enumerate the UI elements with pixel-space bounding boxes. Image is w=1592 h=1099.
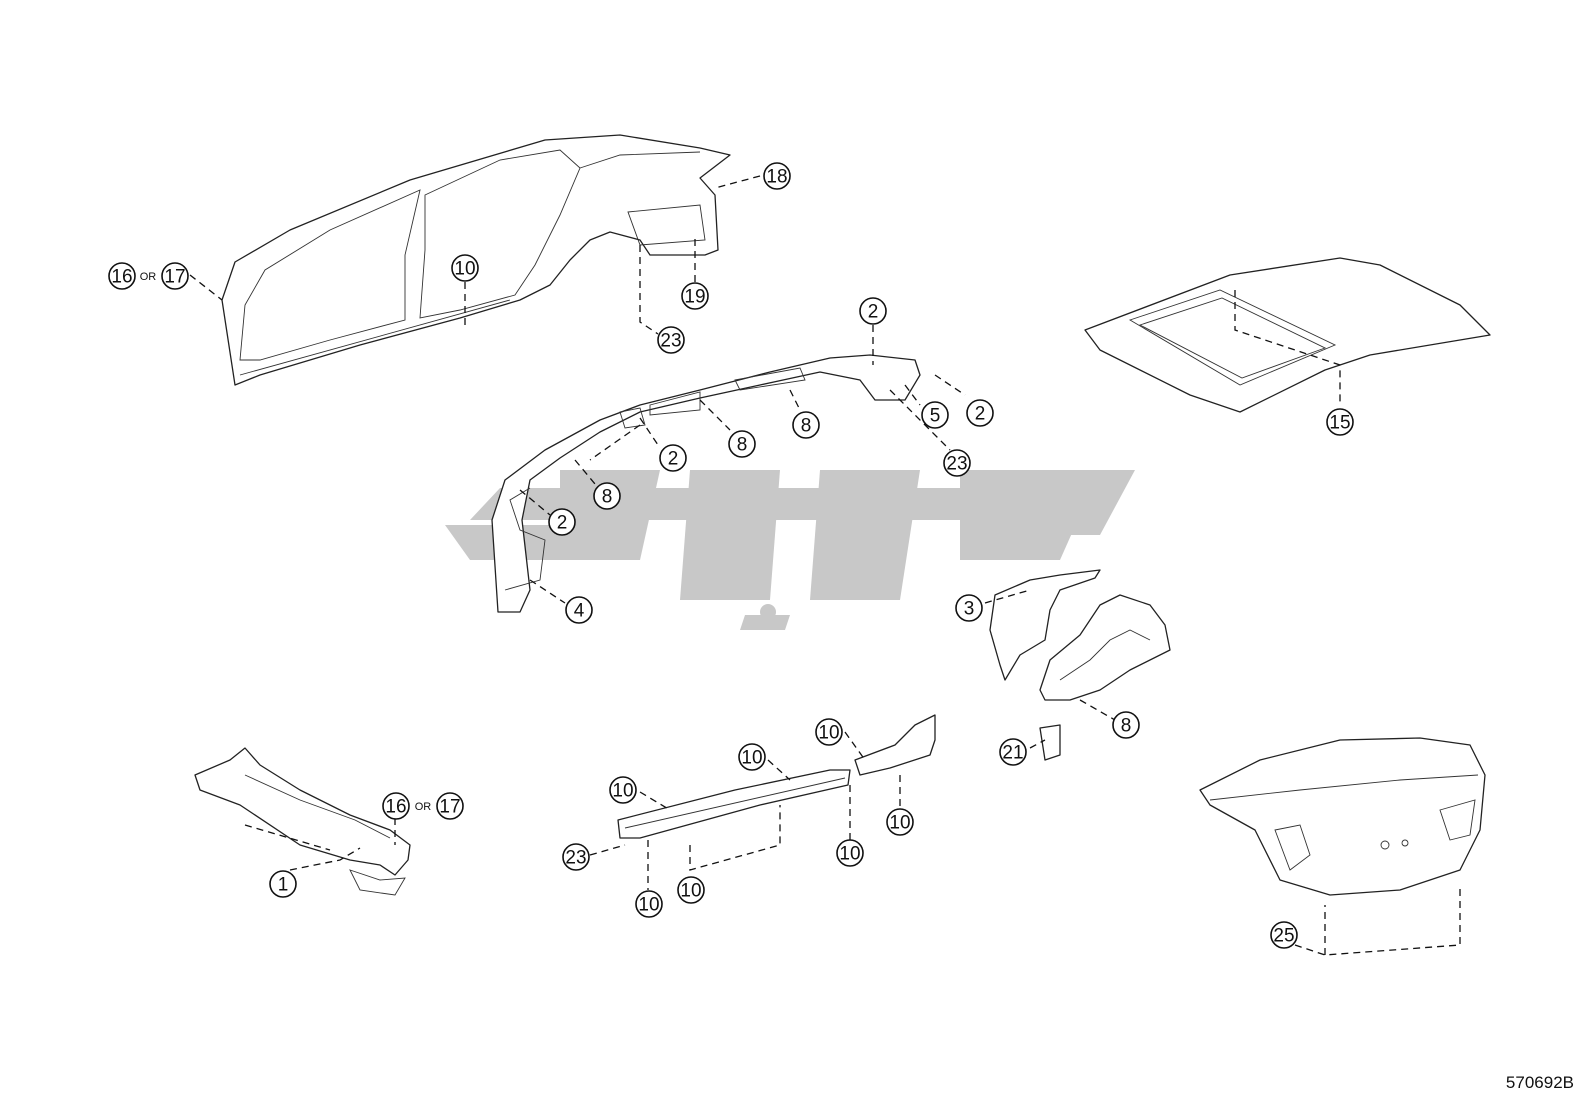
callout-3-label: 3 [964, 599, 975, 620]
callout-10a-label: 10 [454, 259, 475, 280]
callout-16a: 16 [108, 262, 136, 290]
callout-2d: 2 [548, 508, 576, 536]
callout-10h-label: 10 [638, 895, 659, 916]
or-label-a: OR [140, 271, 157, 283]
callout-17a: 17 [161, 262, 189, 290]
callout-21: 21 [999, 738, 1027, 766]
callout-17a-label: 17 [164, 267, 185, 288]
callout-18-label: 18 [766, 167, 787, 188]
callout-10f-label: 10 [839, 844, 860, 865]
callout-10b-label: 10 [818, 723, 839, 744]
callout-2b-label: 2 [975, 404, 986, 425]
callout-8a: 8 [792, 411, 820, 439]
callout-2c: 2 [659, 444, 687, 472]
cowl-top-panel [194, 747, 411, 896]
rear-sill-extension [854, 714, 936, 776]
watermark-logo [445, 470, 1135, 630]
callout-23a: 23 [657, 326, 685, 354]
callout-10g-label: 10 [680, 881, 701, 902]
callout-25-label: 25 [1273, 926, 1294, 947]
callout-10c-label: 10 [741, 748, 762, 769]
callout-19: 19 [681, 282, 709, 310]
callout-21-label: 21 [1002, 743, 1023, 764]
callout-23a-label: 23 [660, 331, 681, 352]
callout-15-label: 15 [1329, 413, 1350, 434]
callout-10g: 10 [677, 876, 705, 904]
callout-10e-label: 10 [889, 813, 910, 834]
callout-19-label: 19 [684, 287, 705, 308]
callout-17b-label: 17 [439, 797, 460, 818]
rocker-panel [617, 769, 851, 839]
callout-10e: 10 [886, 808, 914, 836]
callout-23b-label: 23 [946, 454, 967, 475]
callout-10f: 10 [836, 839, 864, 867]
callout-2b: 2 [966, 399, 994, 427]
callout-2d-label: 2 [557, 513, 568, 534]
or-label-b: OR [415, 801, 432, 813]
callout-15: 15 [1326, 408, 1354, 436]
callout-10c: 10 [738, 743, 766, 771]
callout-10b: 10 [815, 718, 843, 746]
callout-8b-label: 8 [737, 435, 748, 456]
callout-1: 1 [269, 870, 297, 898]
callout-2c-label: 2 [668, 449, 679, 470]
callout-10d: 10 [609, 776, 637, 804]
callout-25: 25 [1270, 921, 1298, 949]
rear-wheel-house-inner [1039, 594, 1171, 701]
callout-2a: 2 [859, 297, 887, 325]
callout-16a-label: 16 [111, 267, 132, 288]
callout-8c: 8 [593, 482, 621, 510]
callout-8d-label: 8 [1121, 716, 1132, 737]
inner-side-reinforcement [491, 354, 921, 613]
callout-8b: 8 [728, 430, 756, 458]
callout-10h: 10 [635, 890, 663, 918]
callout-16b: 16 [382, 792, 410, 820]
callout-8c-label: 8 [602, 487, 613, 508]
callout-10d-label: 10 [612, 781, 633, 802]
callout-17b: 17 [436, 792, 464, 820]
callout-18: 18 [763, 162, 791, 190]
callout-23b: 23 [943, 449, 971, 477]
rear-wheel-house-upper [989, 569, 1101, 681]
callout-8a-label: 8 [801, 416, 812, 437]
roof-panel [1084, 257, 1491, 413]
callout-2a-label: 2 [868, 302, 879, 323]
leader-lines [189, 175, 1461, 956]
callout-4: 4 [565, 596, 593, 624]
callout-5: 5 [921, 401, 949, 429]
callout-1-label: 1 [278, 875, 289, 896]
callout-10a: 10 [451, 254, 479, 282]
wheel-house-bracket [1039, 724, 1061, 761]
trunk-lid [1199, 737, 1486, 896]
callout-16b-label: 16 [385, 797, 406, 818]
callout-23c-label: 23 [565, 848, 586, 869]
callout-5-label: 5 [930, 406, 941, 427]
callout-3: 3 [955, 594, 983, 622]
callout-23c: 23 [562, 843, 590, 871]
diagram-code: 570692B [1505, 1073, 1574, 1092]
callout-8d: 8 [1112, 711, 1140, 739]
callout-4-label: 4 [574, 601, 585, 622]
